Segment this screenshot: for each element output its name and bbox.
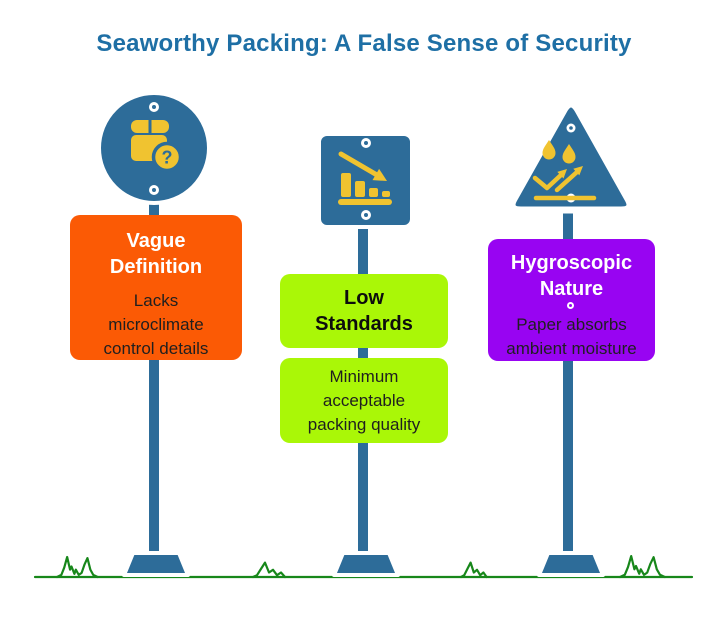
signpost-base [537,551,605,577]
panel-vague-definition: Vague Definition Lacks microclimate cont… [70,215,242,360]
package-question-icon: ? [131,120,182,173]
grass-tuft [620,556,665,577]
signpost-base [122,551,190,577]
svg-text:?: ? [162,148,173,168]
panel-body: Paper absorbs ambient moisture [506,315,637,358]
panel-low-standards-body: Minimum acceptable packing quality [280,358,448,443]
grass-tuft [253,563,285,577]
screw-icon [149,185,159,195]
screw-icon [361,210,371,220]
screw-icon [361,138,371,148]
declining-bar-chart-icon [338,151,392,205]
panel-heading: Hygroscopic Nature [510,252,633,300]
grass-tuft [57,557,98,577]
panel-heading: Vague Definition [109,230,203,278]
panel-body: Minimum acceptable packing quality [307,366,421,434]
screw-icon [149,102,159,112]
moisture-drops-arrows-icon [532,140,597,201]
panel-heading: Low Standards [315,287,413,335]
page-title: Seaworthy Packing: A False Sense of Secu… [96,30,632,57]
panel-body: Lacks microclimate control details [103,291,209,358]
grass-tuft [461,563,487,577]
signpost-base [332,551,400,577]
screw-icon [567,302,574,309]
panel-low-standards: Low Standards [280,274,448,348]
panel-hygroscopic-nature: Hygroscopic Nature Paper absorbs ambient… [488,239,655,361]
